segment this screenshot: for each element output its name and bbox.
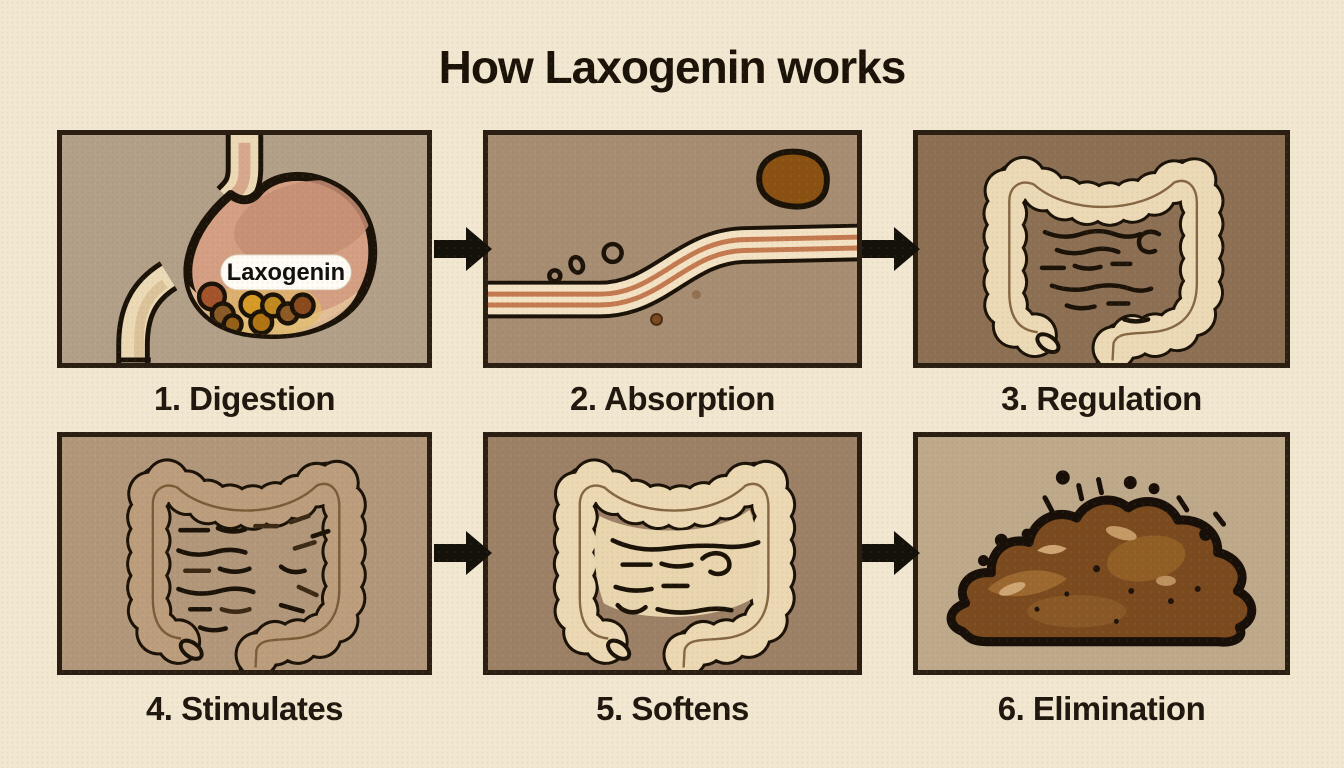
step-label-elimination: 6. Elimination xyxy=(997,690,1206,727)
absorbed-particles xyxy=(547,241,701,326)
step-label-softens: 5. Softens xyxy=(596,690,749,727)
appendix xyxy=(178,638,204,661)
soft-stool-squiggle-lines xyxy=(610,538,761,615)
panel-regulation xyxy=(913,130,1290,368)
appendix xyxy=(1035,332,1061,355)
stool-pile-illustration xyxy=(918,437,1285,670)
content-squiggle-lines xyxy=(1039,228,1162,324)
colon-tube xyxy=(149,480,344,670)
panel-digestion: Laxogenin xyxy=(57,130,432,368)
colon-softened-illustration xyxy=(488,437,857,670)
step-label-absorption: 2. Absorption xyxy=(570,380,775,417)
colon-illustration xyxy=(918,135,1285,363)
intestinal-wall-illustration xyxy=(488,135,857,363)
step-label-digestion: 1. Digestion xyxy=(153,380,336,417)
step-label-stimulates: 4. Stimulates xyxy=(145,690,344,727)
arrow-right-icon xyxy=(434,531,492,575)
step-label-regulation: 3. Regulation xyxy=(1001,380,1202,417)
odor-sparkle-marks xyxy=(978,470,1226,567)
colon-tube xyxy=(1005,177,1201,363)
panel-stimulates xyxy=(57,432,432,675)
panel-absorption xyxy=(483,130,862,368)
appendix xyxy=(606,638,632,661)
nutrient-blob xyxy=(756,148,830,210)
arrow-right-icon xyxy=(434,227,492,271)
laxogenin-pills xyxy=(196,281,316,335)
svg-text:Laxogenin: Laxogenin xyxy=(227,260,345,286)
arrow-right-icon xyxy=(862,531,920,575)
intestinal-wall-tube xyxy=(488,223,857,319)
panel-softens xyxy=(483,432,862,675)
stool-pile xyxy=(946,495,1257,647)
stomach-illustration: Laxogenin xyxy=(62,135,427,363)
peristalsis-squiggle-lines xyxy=(176,513,331,633)
laxogenin-label: Laxogenin xyxy=(220,254,352,291)
arrow-right-icon xyxy=(862,227,920,271)
colon-stimulated-illustration xyxy=(62,437,427,670)
stool-texture xyxy=(987,526,1201,628)
page-title: How Laxogenin works xyxy=(438,41,907,93)
panel-elimination xyxy=(913,432,1290,675)
